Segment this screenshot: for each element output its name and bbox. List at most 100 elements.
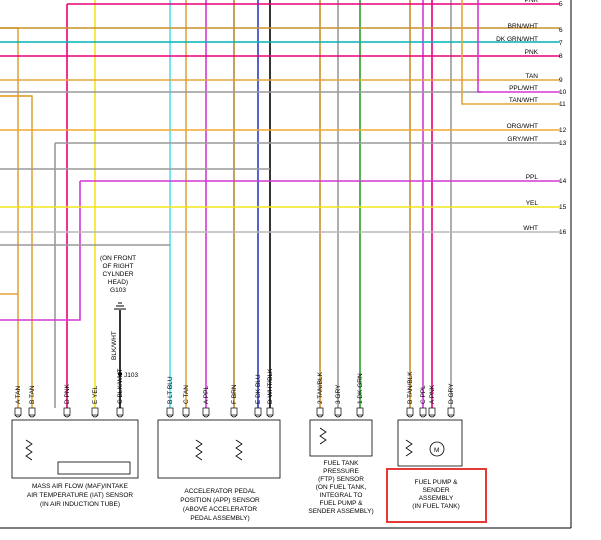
ftp-caption-3: (ON FUEL TANK,	[316, 484, 367, 491]
app-caption-2: (ABOVE ACCELERATOR	[183, 506, 257, 513]
wire-label-ppl-14: PPL	[526, 174, 539, 181]
maf-pin-label-4: C BLK/WHT	[117, 369, 124, 404]
maf-caption-1: AIR TEMPERATURE (IAT) SENSOR	[27, 492, 133, 499]
app-pin-cap-5	[266, 414, 274, 418]
wire-number-pplwht-10: 10	[559, 89, 567, 96]
app-caption-1: POSITION (APP) SENSOR	[180, 497, 260, 504]
app-pin-label-1: C TAN	[183, 385, 190, 404]
ftp-sensor-icon	[319, 427, 327, 445]
ftp-caption-2: (FTP) SENSOR	[318, 476, 364, 483]
pump-highlight-box	[386, 468, 487, 523]
wire-number-tan-9: 9	[559, 77, 563, 84]
pump-pin-1	[419, 407, 427, 416]
wire-number-tanwht-11: 11	[559, 101, 566, 108]
pump-pin-label-0: B TAN/BLK	[407, 371, 414, 404]
wire-h-14-left	[0, 181, 81, 321]
pump-caption-0: FUEL PUMP &	[415, 479, 459, 486]
maf-pin-label-3: E YEL	[92, 385, 99, 404]
ftp-pin-1	[334, 407, 342, 416]
wire-label-pplwht-10: PPL/WHT	[509, 85, 538, 92]
app-pin-5	[266, 407, 274, 416]
maf-pin-label-1: B TAN	[29, 385, 36, 404]
app-pin-label-0: B LT BLU	[167, 376, 174, 404]
wire-number-brnwht-6: 6	[559, 27, 563, 34]
ftp-pin-cap-1	[334, 414, 342, 418]
ftp-pin-cap-0	[316, 414, 324, 418]
wire-label-dkgrnwht-7: DK GRN/WHT	[496, 36, 538, 43]
ground-wire-label: BLK/WHT	[111, 331, 118, 360]
maf-pin-0	[14, 407, 22, 416]
app-pin-cap-2	[202, 414, 210, 418]
maf-sensor-module	[57, 461, 131, 475]
wire-number-pnk-8: 8	[559, 53, 563, 60]
ftp-pin-0	[316, 407, 324, 416]
wire-number-yel-15: 15	[559, 204, 567, 211]
ground-note-line-2: CYLNDER	[102, 271, 133, 278]
wire-label-tanwht-11: TAN/WHT	[509, 97, 538, 104]
maf-pin-4	[116, 407, 124, 416]
app-pin-0	[166, 407, 174, 416]
pump-pin-cap-3	[447, 414, 455, 418]
wire-label-pnk-8: PNK	[525, 49, 539, 56]
wire-maf-b-tan	[0, 95, 33, 408]
maf-pin-cap-0	[14, 414, 22, 418]
maf-pin-cap-3	[91, 414, 99, 418]
app-pin-3	[230, 407, 238, 416]
maf-pin-cap-4	[116, 414, 124, 418]
ground-note-line-4: G103	[110, 287, 126, 294]
maf-pin-cap-2	[63, 414, 71, 418]
wire-label-wht-16: WHT	[523, 225, 538, 232]
pump-pin-2	[428, 407, 436, 416]
app-pin-cap-3	[230, 414, 238, 418]
maf-pin-2	[63, 407, 71, 416]
ground-note-line-1: OF RIGHT	[102, 263, 133, 270]
maf-pin-label-2: D PNK	[64, 383, 71, 404]
wire-label-orgwht-12: ORG/WHT	[507, 123, 538, 130]
app-pin-label-3: F BRN	[231, 384, 238, 404]
app-caption-3: PEDAL ASSEMBLY)	[190, 515, 249, 522]
wire-number-pnk-5: 5	[559, 1, 563, 8]
ftp-pin-label-0: 2 TAN/BLK	[317, 371, 324, 404]
pump-pin-label-1: C PPL	[420, 385, 427, 404]
ftp-caption-5: FUEL PUMP &	[320, 500, 364, 507]
pump-motor-icon	[429, 441, 445, 457]
app-pin-cap-1	[182, 414, 190, 418]
app-pin-label-5: D WHT/BLK	[267, 368, 274, 404]
app-pin-cap-4	[254, 414, 262, 418]
app-pin-label-4: E DK BLU	[255, 374, 262, 404]
ftp-pin-2	[356, 407, 364, 416]
maf-pin-3	[91, 407, 99, 416]
ftp-caption-6: SENDER ASSEMBLY)	[308, 508, 373, 515]
pump-caption-3: (IN FUEL TANK)	[412, 503, 460, 510]
wire-maf-a-tan	[0, 27, 19, 408]
ftp-pin-cap-2	[356, 414, 364, 418]
app-pin-1	[182, 407, 190, 416]
pump-pin-cap-1	[419, 414, 427, 418]
app-pin-cap-0	[166, 414, 174, 418]
wire-number-grywht-13: 13	[559, 140, 567, 147]
wire-number-ppl-14: 14	[559, 178, 567, 185]
maf-pin-label-0: A TAN	[15, 386, 22, 404]
wires-layer	[0, 0, 560, 408]
app-pin-label-2: A PPL	[203, 386, 210, 404]
maf-caption-0: MASS AIR FLOW (MAF)/INTAKE	[32, 483, 129, 490]
wire-number-dkgrnwht-7: 7	[559, 40, 563, 47]
app-pot-1-icon	[195, 439, 203, 461]
pump-pin-0	[406, 407, 414, 416]
maf-sensor-box	[11, 419, 139, 479]
wire-label-pnk-5: PNK	[525, 0, 539, 4]
ground-note-line-3: HEAD)	[108, 279, 128, 286]
wire-number-orgwht-12: 12	[559, 127, 567, 134]
wire-h-11	[461, 0, 560, 105]
app-pot-2-icon	[235, 439, 243, 461]
pump-pin-cap-2	[428, 414, 436, 418]
maf-caption-2: (IN AIR INDUCTION TUBE)	[40, 501, 120, 508]
ftp-pin-label-2: 1 DK GRN	[357, 373, 364, 404]
wire-label-tan-9: TAN	[525, 73, 538, 80]
ftp-caption-1: PRESSURE	[323, 468, 359, 475]
pump-motor-letter: M	[434, 447, 439, 454]
pump-pin-label-2: A PNK	[429, 384, 436, 404]
app-pin-4	[254, 407, 262, 416]
